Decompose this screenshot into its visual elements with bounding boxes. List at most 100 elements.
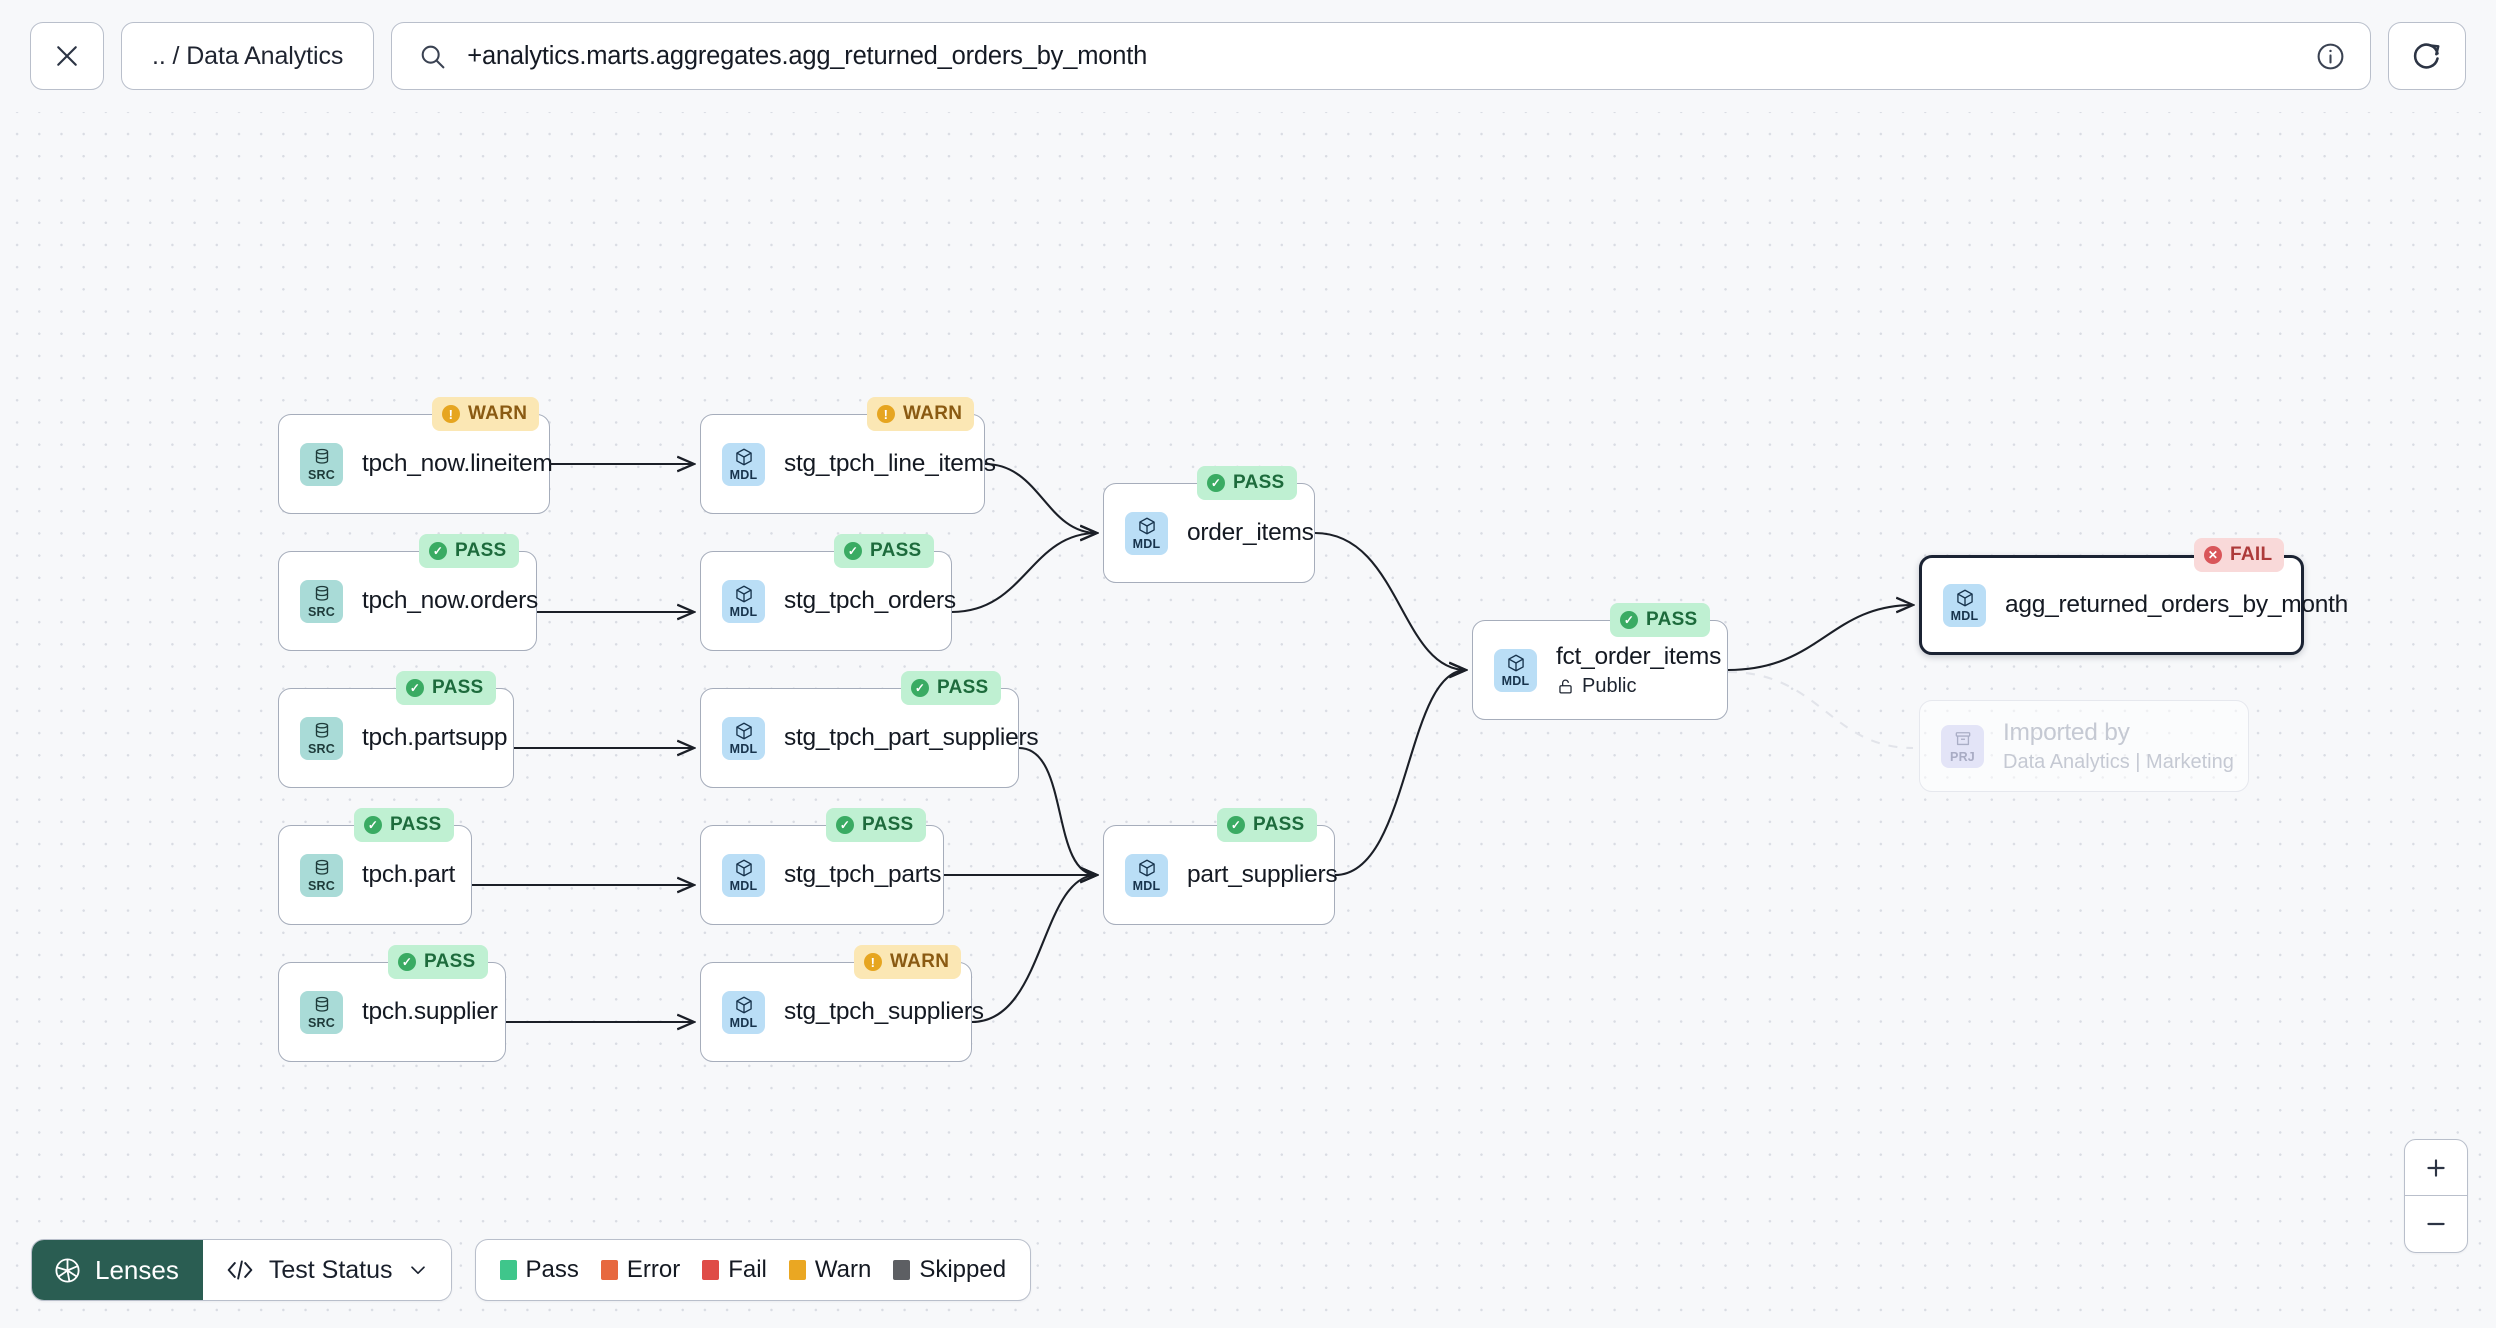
database-icon — [315, 997, 328, 1012]
status-legend: Pass Error Fail Warn Skipped — [474, 1239, 1032, 1301]
node-type-badge-mdl: MDL — [1125, 853, 1168, 897]
node-type-label: SRC — [308, 467, 335, 482]
legend-label: Error — [626, 1256, 681, 1283]
close-button[interactable] — [30, 22, 104, 90]
status-badge-pass[interactable]: ✓PASS — [1610, 603, 1710, 637]
alert-icon: ! — [442, 405, 460, 423]
node-title: tpch_now.lineitem — [362, 450, 553, 477]
node-text: agg_returned_orders_by_month — [2005, 591, 2349, 619]
status-badge-label: PASS — [432, 677, 484, 698]
status-badge-pass[interactable]: ✓PASS — [396, 671, 496, 705]
node-type-badge-mdl: MDL — [722, 716, 765, 760]
cube-icon — [735, 585, 752, 603]
code-icon — [227, 1260, 253, 1280]
node-title: tpch.partsupp — [362, 724, 508, 751]
cube-icon — [735, 996, 752, 1014]
legend-swatch-fail-icon — [702, 1260, 720, 1280]
legend-item-fail[interactable]: Fail — [702, 1256, 767, 1284]
search-input[interactable]: +analytics.marts.aggregates.agg_returned… — [467, 41, 1148, 70]
lenses-button[interactable]: Lenses — [32, 1240, 203, 1300]
cube-icon — [1956, 589, 1973, 607]
close-icon — [57, 46, 77, 66]
status-badge-fail[interactable]: ✕FAIL — [2194, 538, 2285, 572]
node-type-label: MDL — [729, 741, 758, 756]
node-type-label: MDL — [1950, 608, 1979, 623]
status-badge-label: PASS — [870, 540, 922, 561]
status-badge-label: PASS — [1646, 609, 1698, 630]
lenses-label: Lenses — [95, 1254, 179, 1285]
status-badge-warn[interactable]: !WARN — [854, 945, 962, 979]
status-badge-pass[interactable]: ✓PASS — [1217, 808, 1317, 842]
legend-item-skipped[interactable]: Skipped — [893, 1256, 1006, 1284]
node-type-badge-mdl: MDL — [1125, 511, 1168, 555]
node-text: tpch.partsupp — [362, 724, 507, 752]
node-title: tpch_now.orders — [362, 587, 539, 614]
status-badge-label: PASS — [424, 951, 476, 972]
legend-swatch-error-icon — [600, 1260, 618, 1280]
legend-item-error[interactable]: Error — [600, 1256, 681, 1284]
status-badge-pass[interactable]: ✓PASS — [388, 945, 488, 979]
status-badge-pass[interactable]: ✓ PASS — [834, 534, 934, 568]
node-subtitle-label: Data Analytics | Marketing — [2003, 750, 2234, 773]
node-type-label: MDL — [1132, 878, 1161, 893]
legend-item-pass[interactable]: Pass — [499, 1256, 579, 1284]
node-type-badge-src: SRC — [300, 579, 343, 623]
cube-icon — [735, 859, 752, 877]
node-subtitle: Public — [1556, 675, 1721, 698]
top-toolbar: .. / Data Analytics +analytics.marts.agg… — [0, 0, 2496, 112]
refresh-button[interactable] — [2388, 22, 2466, 90]
status-badge-label: WARN — [890, 951, 950, 972]
node-text: part_suppliers — [1187, 861, 1338, 889]
cube-icon — [735, 722, 752, 740]
legend-item-warn[interactable]: Warn — [788, 1256, 872, 1284]
graph-node-imported_by_project: PRJ Imported by Data Analytics | Marketing — [1919, 700, 2249, 792]
node-type-label: SRC — [308, 878, 335, 893]
node-type-badge-src: SRC — [300, 990, 343, 1034]
test-status-dropdown[interactable]: Test Status — [202, 1240, 451, 1300]
breadcrumb[interactable]: .. / Data Analytics — [121, 22, 375, 90]
node-title: Imported by — [2003, 718, 2130, 746]
check-icon: ✓ — [1207, 474, 1225, 492]
legend-swatch-warn-icon — [788, 1260, 806, 1280]
breadcrumb-label: .. / Data Analytics — [152, 41, 344, 70]
plus-icon — [2427, 1158, 2445, 1177]
search-bar[interactable]: +analytics.marts.aggregates.agg_returned… — [391, 22, 2371, 90]
node-type-badge-src: SRC — [300, 853, 343, 897]
node-title: agg_returned_orders_by_month — [2005, 591, 2349, 618]
node-type-badge-mdl: MDL — [1943, 583, 1986, 627]
status-badge-pass[interactable]: ✓PASS — [826, 808, 926, 842]
node-title: fct_order_items — [1556, 642, 1722, 670]
zoom-in-button[interactable] — [2405, 1140, 2467, 1196]
minus-icon — [2427, 1222, 2445, 1226]
legend-label: Pass — [525, 1256, 579, 1283]
info-icon[interactable] — [2315, 41, 2346, 72]
check-icon: ✓ — [844, 542, 862, 560]
zoom-out-button[interactable] — [2405, 1196, 2467, 1252]
status-badge-pass[interactable]: ✓PASS — [901, 671, 1001, 705]
status-badge-pass[interactable]: ✓PASS — [419, 534, 519, 568]
node-title: stg_tpch_suppliers — [784, 998, 984, 1025]
status-badge-label: PASS — [937, 677, 989, 698]
status-badge-warn[interactable]: !WARN — [867, 397, 975, 431]
database-icon — [315, 449, 328, 464]
cube-icon — [1138, 859, 1155, 877]
status-badge-label: FAIL — [2230, 544, 2273, 565]
status-badge-pass[interactable]: ✓PASS — [354, 808, 454, 842]
node-type-badge-prj: PRJ — [1941, 724, 1984, 768]
node-type-label: SRC — [308, 1015, 335, 1030]
node-type-badge-src: SRC — [300, 442, 343, 486]
status-badge-pass[interactable]: ✓PASS — [1197, 466, 1297, 500]
status-badge-label: WARN — [468, 403, 528, 424]
node-type-badge-mdl: MDL — [722, 853, 765, 897]
alert-icon: ! — [877, 405, 895, 423]
legend-label: Warn — [814, 1256, 872, 1283]
node-subtitle-label: Public — [1582, 674, 1637, 697]
node-title: stg_tpch_parts — [784, 861, 942, 888]
status-badge-warn[interactable]: ! WARN — [432, 397, 540, 431]
legend-swatch-skipped-icon — [893, 1260, 911, 1280]
